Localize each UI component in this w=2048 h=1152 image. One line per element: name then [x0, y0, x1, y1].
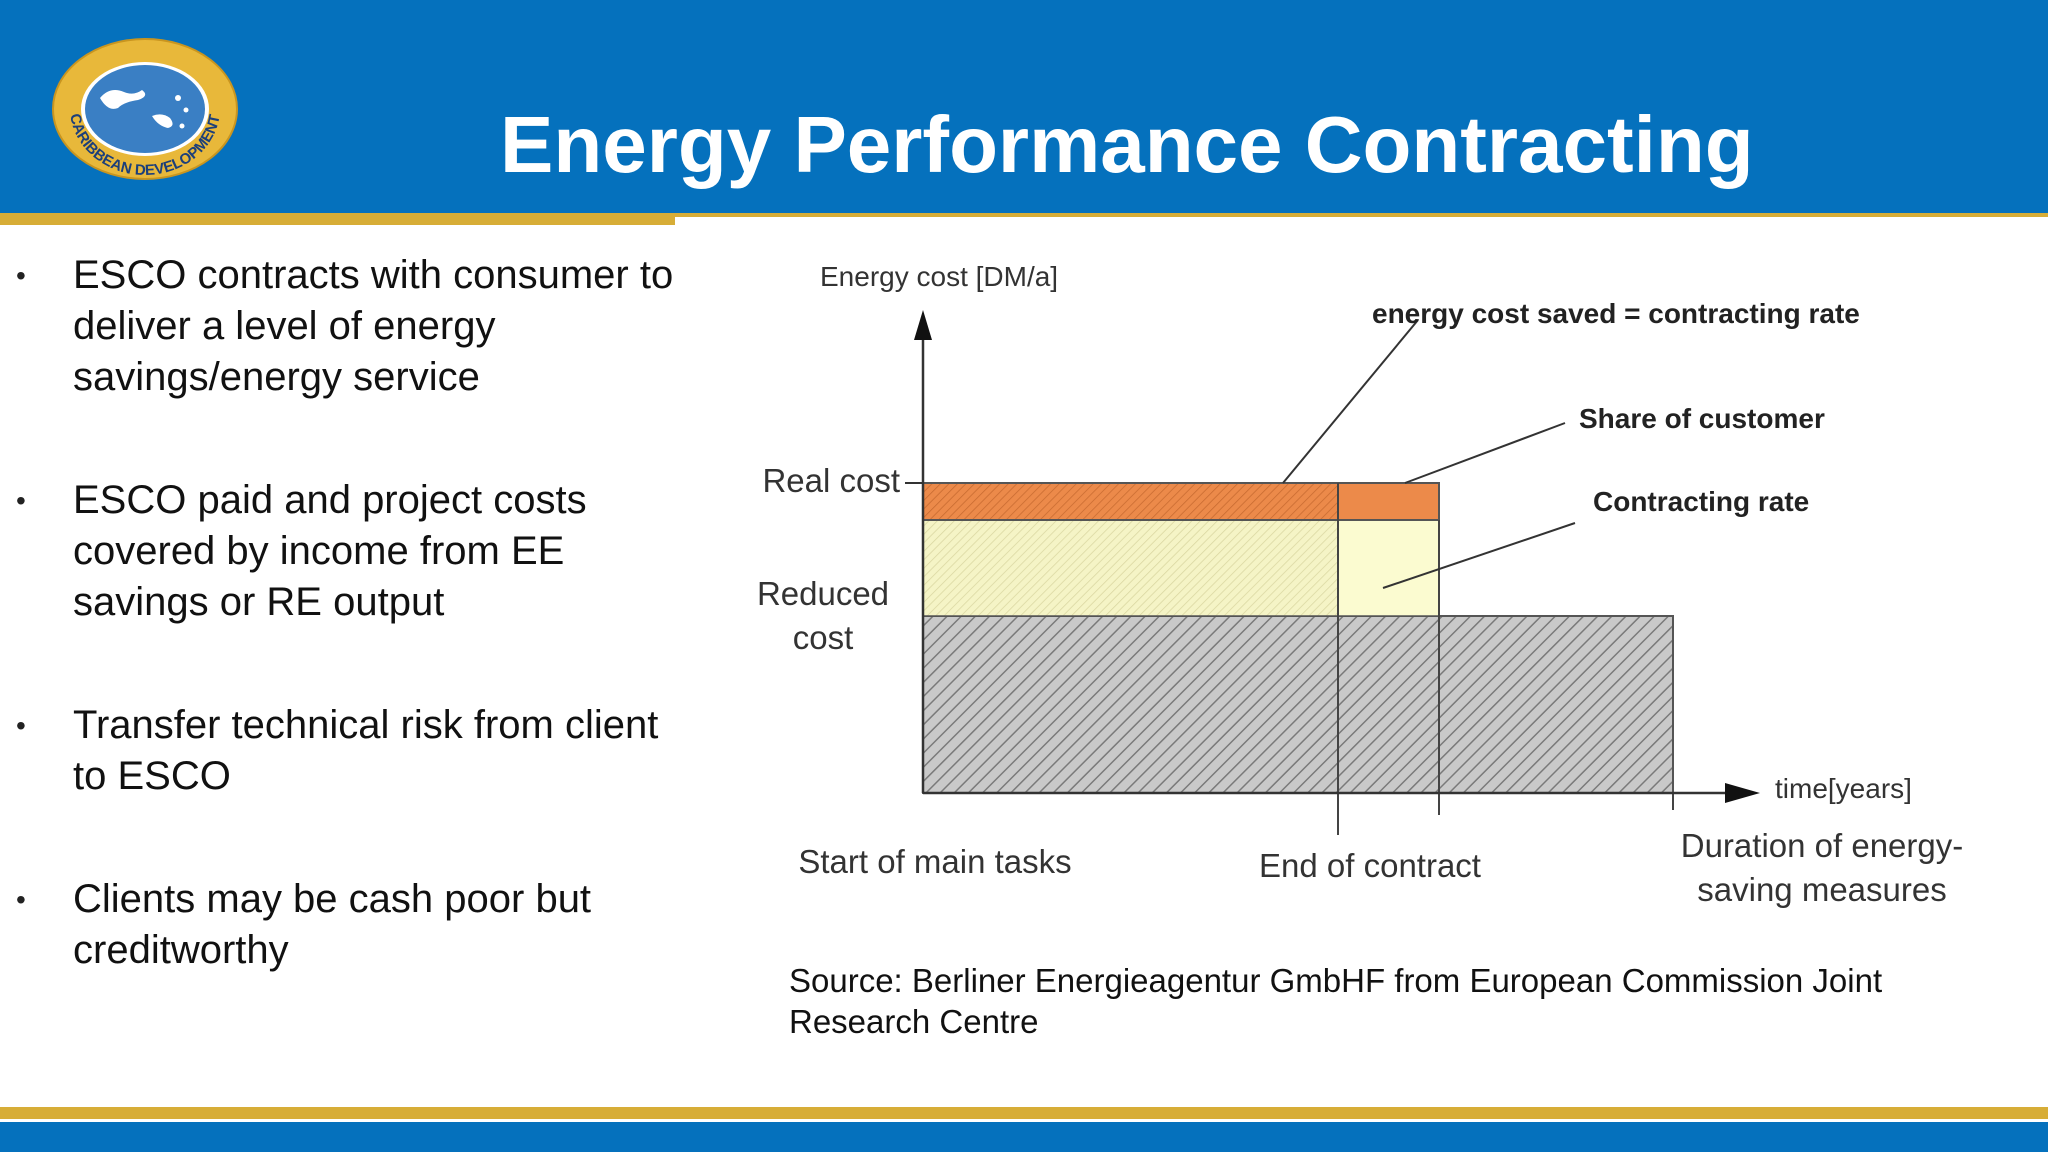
footer-gold-stripe: [0, 1107, 2048, 1119]
source-caption: Source: Berliner Energieagentur GmbHF fr…: [789, 962, 1883, 1040]
callout-share: Share of customer: [1579, 403, 1825, 434]
savings-block-hatched: [922, 519, 1339, 617]
reduced-cost-label-line1: Reduced: [757, 575, 889, 612]
bullet-marker: •: [16, 710, 26, 741]
callout-saved: energy cost saved = contracting rate: [1372, 298, 1860, 329]
reduced-cost-block: [922, 615, 1674, 794]
x-axis-label: time[years]: [1775, 773, 1912, 804]
x-axis-arrow: [1725, 783, 1760, 803]
bullet-text: Transfer technical risk from client to E…: [73, 703, 659, 798]
bullet-marker: •: [16, 260, 26, 291]
callout-line-saved: [1282, 319, 1419, 484]
duration-label-line2: saving measures: [1697, 871, 1946, 908]
real-cost-band-hatched: [922, 482, 1339, 521]
header-bar: [0, 0, 2048, 213]
cdb-logo: CARIBBEAN DEVELOPMENT BANK: [52, 38, 238, 180]
callout-line-share: [1404, 422, 1566, 484]
footer-bar: [0, 1122, 2048, 1152]
callout-contracting: Contracting rate: [1593, 486, 1809, 517]
bullet-text: ESCO contracts with consumer to deliver …: [73, 253, 674, 399]
end-contract-label: End of contract: [1259, 847, 1481, 884]
real-cost-label: Real cost: [762, 462, 900, 499]
bullet-marker: •: [16, 485, 26, 516]
page-title: Energy Performance Contracting: [500, 100, 1754, 189]
y-axis-arrow: [914, 310, 932, 340]
bullet-text: Clients may be cash poor but creditworth…: [73, 877, 592, 972]
callout-line-contracting: [1382, 522, 1576, 589]
epc-diagram: Energy cost [DM/a] energy cost saved = c…: [757, 261, 1963, 908]
bullet-text: ESCO paid and project costs covered by i…: [73, 478, 587, 624]
y-axis-label: Energy cost [DM/a]: [820, 261, 1058, 292]
bullet-marker: •: [16, 884, 26, 915]
header-gold-stripe: [0, 213, 675, 225]
duration-label-line1: Duration of energy-: [1681, 827, 1963, 864]
start-label: Start of main tasks: [798, 843, 1071, 880]
header-gold-line: [675, 213, 2048, 217]
share-of-customer-block: [1337, 482, 1440, 521]
contracting-rate-block: [1337, 519, 1440, 617]
reduced-cost-label-line2: cost: [793, 619, 854, 656]
